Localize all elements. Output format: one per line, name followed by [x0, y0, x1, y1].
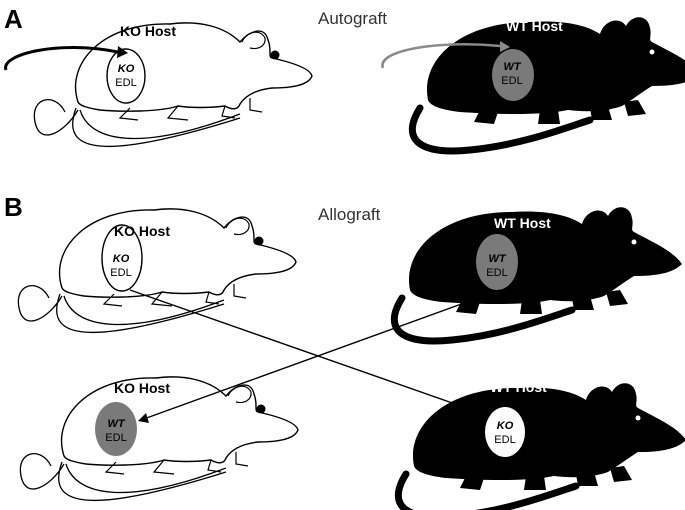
mouse-ko-host-autograft: KO Host KO EDL	[33, 22, 313, 148]
panel-a-title: Autograft	[318, 9, 387, 28]
edl-label: EDL	[115, 77, 136, 89]
edl-label: EDL	[105, 432, 126, 444]
mouse-wt-host-autograft: WT Host WT EDL	[412, 17, 685, 151]
edl-genotype: WT	[503, 61, 521, 73]
panel-b-title: Allograft	[318, 205, 381, 224]
host-label: KO Host	[114, 223, 170, 239]
mouse-ko-host-top: KO Host KO EDL	[17, 208, 297, 334]
allograft-arrow-wt-to-ko	[140, 289, 501, 421]
mouse-wt-host-top: WT Host WT EDL	[394, 207, 682, 341]
edl-genotype: WT	[488, 253, 506, 265]
panel-b-letter: B	[4, 192, 23, 222]
allograft-arrow-ko-to-wt	[129, 289, 479, 413]
host-label: KO Host	[114, 380, 170, 396]
arrowhead	[500, 41, 510, 52]
edl-label: EDL	[501, 75, 522, 87]
edl-genotype: KO	[113, 253, 130, 265]
edl-graft	[101, 224, 143, 292]
arrowhead	[138, 413, 149, 423]
host-label: WT Host	[506, 18, 563, 34]
edl-graft	[485, 407, 525, 457]
autograft-arrow-wt	[381, 43, 501, 69]
edl-graft	[106, 48, 146, 104]
edl-graft	[95, 402, 137, 456]
arrowhead	[470, 405, 481, 415]
host-label: KO Host	[120, 23, 176, 39]
arrowhead	[117, 46, 128, 58]
autograft-arrow-ko	[4, 46, 119, 71]
host-label: WT Host	[490, 379, 547, 395]
edl-genotype: WT	[107, 418, 125, 430]
edl-genotype: KO	[118, 63, 135, 75]
mouse-ko-host-bottom: KO Host WT EDL	[19, 376, 299, 502]
mouse-wt-host-bottom: WT Host KO EDL	[398, 379, 685, 510]
edl-label: EDL	[494, 434, 515, 446]
edl-label: EDL	[110, 267, 131, 279]
panel-a-letter: A	[4, 4, 23, 34]
host-label: WT Host	[494, 215, 551, 231]
edl-label: EDL	[486, 267, 507, 279]
edl-graft	[492, 49, 534, 101]
edl-genotype: KO	[497, 420, 514, 432]
edl-graft	[476, 234, 518, 290]
